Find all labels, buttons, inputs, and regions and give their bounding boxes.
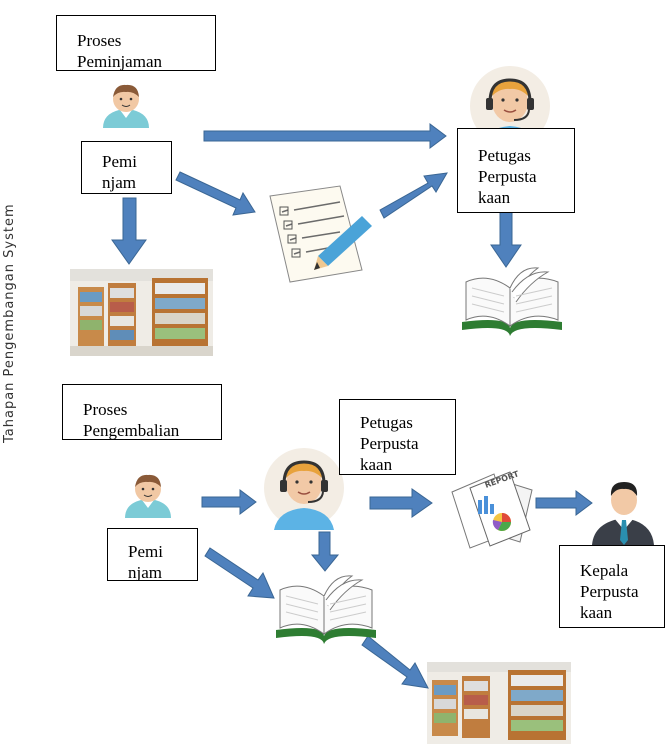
section1-borrower-label: Pemi njam — [102, 152, 137, 192]
arrow-borrower-to-checklist — [175, 171, 256, 216]
arrow-borrower-to-officer — [203, 123, 447, 149]
section2-borrower-box: Pemi njam — [107, 528, 198, 581]
open-book-icon — [461, 267, 563, 337]
section1-officer-box: Petugas Perpusta kaan — [457, 128, 575, 213]
operator-icon — [262, 446, 346, 532]
library-shelves-image — [427, 662, 571, 744]
checklist-icon — [262, 184, 374, 288]
arrow-officer-to-book — [490, 211, 522, 268]
arrow-borrower-to-shelves — [111, 197, 147, 265]
arrow-borrower-to-book — [204, 547, 275, 599]
arrow-report-to-head — [535, 490, 593, 516]
manager-icon — [592, 482, 654, 545]
section1-title-box: Proses Peminjaman — [56, 15, 216, 71]
section1-borrower-box: Pemi njam — [81, 141, 172, 194]
arrow-officer-to-book — [310, 531, 340, 572]
section2-title-box: Proses Pengembalian — [62, 384, 222, 440]
arrow-borrower-to-officer — [201, 489, 257, 515]
person-icon — [102, 84, 150, 129]
report-icon: REPORT — [451, 469, 533, 549]
section1-officer-label: Petugas Perpusta kaan — [478, 146, 537, 207]
open-book-icon — [275, 575, 377, 645]
arrow-checklist-to-officer — [379, 172, 448, 219]
arrow-book-to-shelves — [361, 635, 429, 689]
section1-title: Proses Peminjaman — [77, 31, 162, 71]
section2-head-box: Kepala Perpusta kaan — [559, 545, 665, 628]
section2-officer-box: Petugas Perpusta kaan — [339, 399, 456, 475]
section2-borrower-label: Pemi njam — [128, 542, 163, 581]
section2-title: Proses Pengembalian — [83, 400, 180, 440]
library-shelves-image — [70, 269, 213, 356]
arrow-officer-to-report — [369, 488, 433, 518]
section2-officer-label: Petugas Perpusta kaan — [360, 413, 419, 474]
section2-head-label: Kepala Perpusta kaan — [580, 561, 639, 622]
person-icon — [124, 474, 172, 519]
